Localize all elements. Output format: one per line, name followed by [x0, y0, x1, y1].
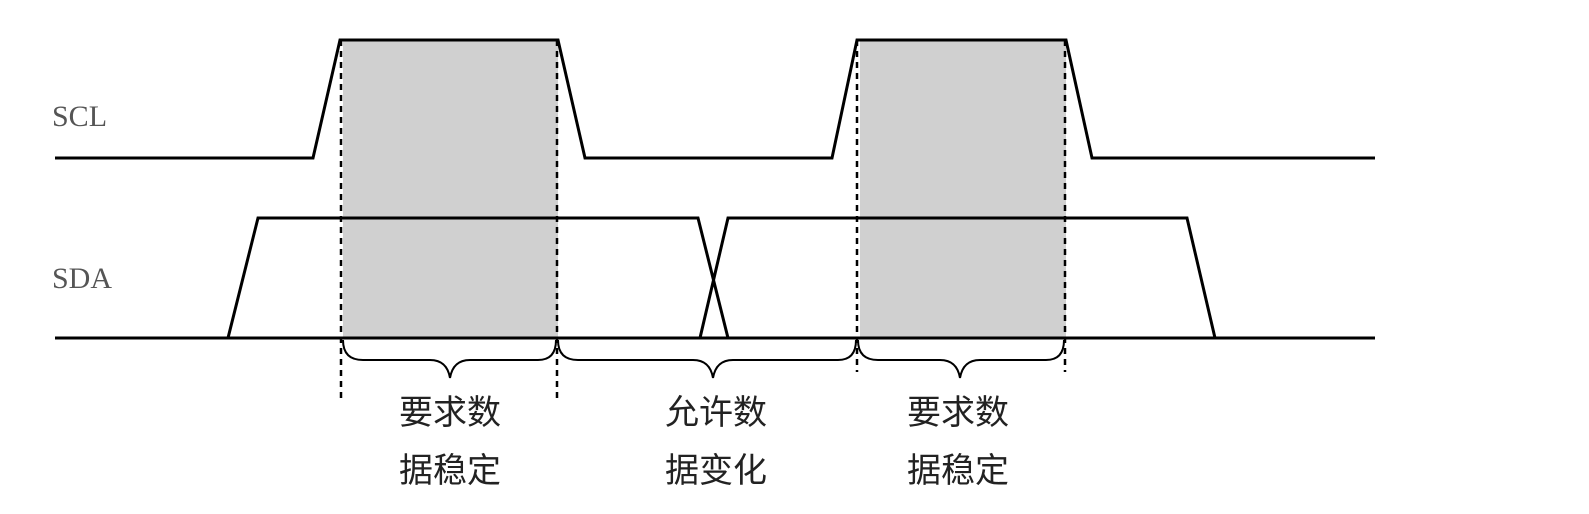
sda-label: SDA — [52, 262, 113, 295]
caption-stable-1-line2: 据稳定 — [399, 451, 501, 491]
sda-bit-2 — [698, 216, 1217, 339]
brace-2 — [557, 339, 857, 379]
braces — [342, 339, 1065, 379]
caption-stable-1: 要求数 据稳定 — [370, 384, 530, 500]
caption-change-line2: 据变化 — [665, 451, 767, 491]
caption-change-line1: 允许数 — [665, 393, 767, 433]
scl-label: SCL — [52, 100, 108, 133]
brace-3 — [857, 339, 1065, 379]
caption-stable-2-line2: 据稳定 — [907, 451, 1009, 491]
caption-stable-2: 要求数 据稳定 — [878, 384, 1038, 500]
scl-waveform — [55, 38, 1375, 160]
caption-stable-2-line1: 要求数 — [907, 393, 1009, 433]
stable-region-1 — [343, 40, 558, 338]
brace-1 — [342, 339, 557, 379]
caption-change: 允许数 据变化 — [636, 384, 796, 500]
stable-region-2 — [860, 40, 1066, 338]
caption-stable-1-line1: 要求数 — [399, 393, 501, 433]
